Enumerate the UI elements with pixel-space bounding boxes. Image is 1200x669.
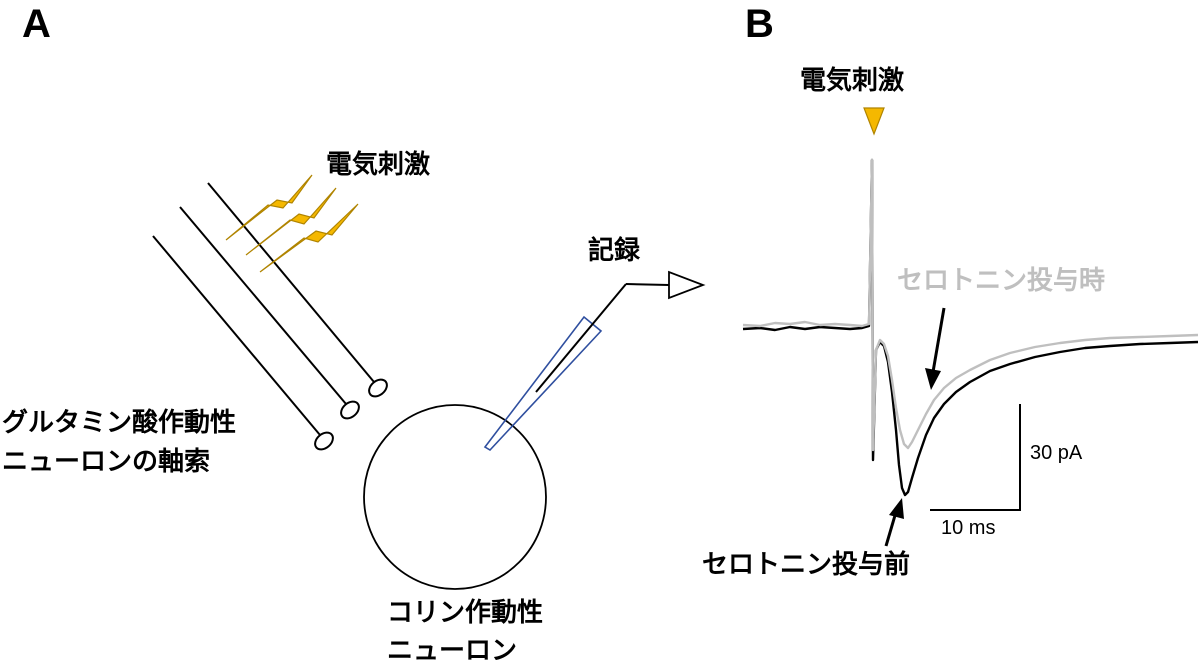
pipette-glass xyxy=(483,315,603,452)
trace-after-serotonin xyxy=(742,158,1199,452)
recording-pipette xyxy=(483,270,706,452)
scale-bar xyxy=(930,404,1021,511)
pointer-arrows xyxy=(884,307,946,547)
neuron-label-line1: コリン作動性 xyxy=(387,598,544,628)
recording-electrode-wire xyxy=(535,283,627,393)
lightning-bolt-1 xyxy=(225,174,313,241)
panel-a-label: A xyxy=(22,2,51,46)
arrow-before-serotonin xyxy=(884,511,898,547)
lightning-bolt-3 xyxy=(259,203,359,273)
axon-line-1 xyxy=(152,235,321,436)
after-serotonin-label: セロトニン投与時 xyxy=(897,266,1106,296)
axon-line-3 xyxy=(207,182,375,383)
stimulation-label-a: 電気刺激 xyxy=(326,150,431,180)
cholinergic-neuron-soma xyxy=(363,404,547,590)
neuron-label-line2: ニューロン xyxy=(387,636,518,666)
trace-before-serotonin xyxy=(742,158,1199,497)
down-triangle-icon xyxy=(863,107,885,136)
glutamatergic-axons xyxy=(152,182,388,451)
panel-b-label: B xyxy=(745,2,774,46)
before-serotonin-label: セロトニン投与前 xyxy=(702,550,911,580)
axon-terminal-2 xyxy=(340,400,360,420)
recording-lead xyxy=(625,283,670,286)
amplifier-triangle-icon xyxy=(668,270,706,300)
scale-current-label: 30 pA xyxy=(1030,442,1083,464)
lightning-bolt-icon xyxy=(225,174,359,273)
lightning-bolt-2 xyxy=(245,187,337,256)
axon-terminal-3 xyxy=(368,378,388,398)
axon-line-2 xyxy=(179,206,347,405)
recording-label: 記録 xyxy=(588,236,641,266)
axon-label-line2: ニューロンの軸索 xyxy=(2,447,211,477)
stimulation-label-b: 電気刺激 xyxy=(800,66,905,96)
current-traces xyxy=(742,158,1199,497)
arrow-after-serotonin-head xyxy=(925,368,941,390)
scale-time-label: 10 ms xyxy=(941,517,996,539)
axon-terminal-1 xyxy=(314,431,334,451)
arrow-before-serotonin-head xyxy=(889,498,904,519)
arrow-after-serotonin xyxy=(931,307,946,373)
axon-label-line1: グルタミン酸作動性 xyxy=(2,408,237,438)
